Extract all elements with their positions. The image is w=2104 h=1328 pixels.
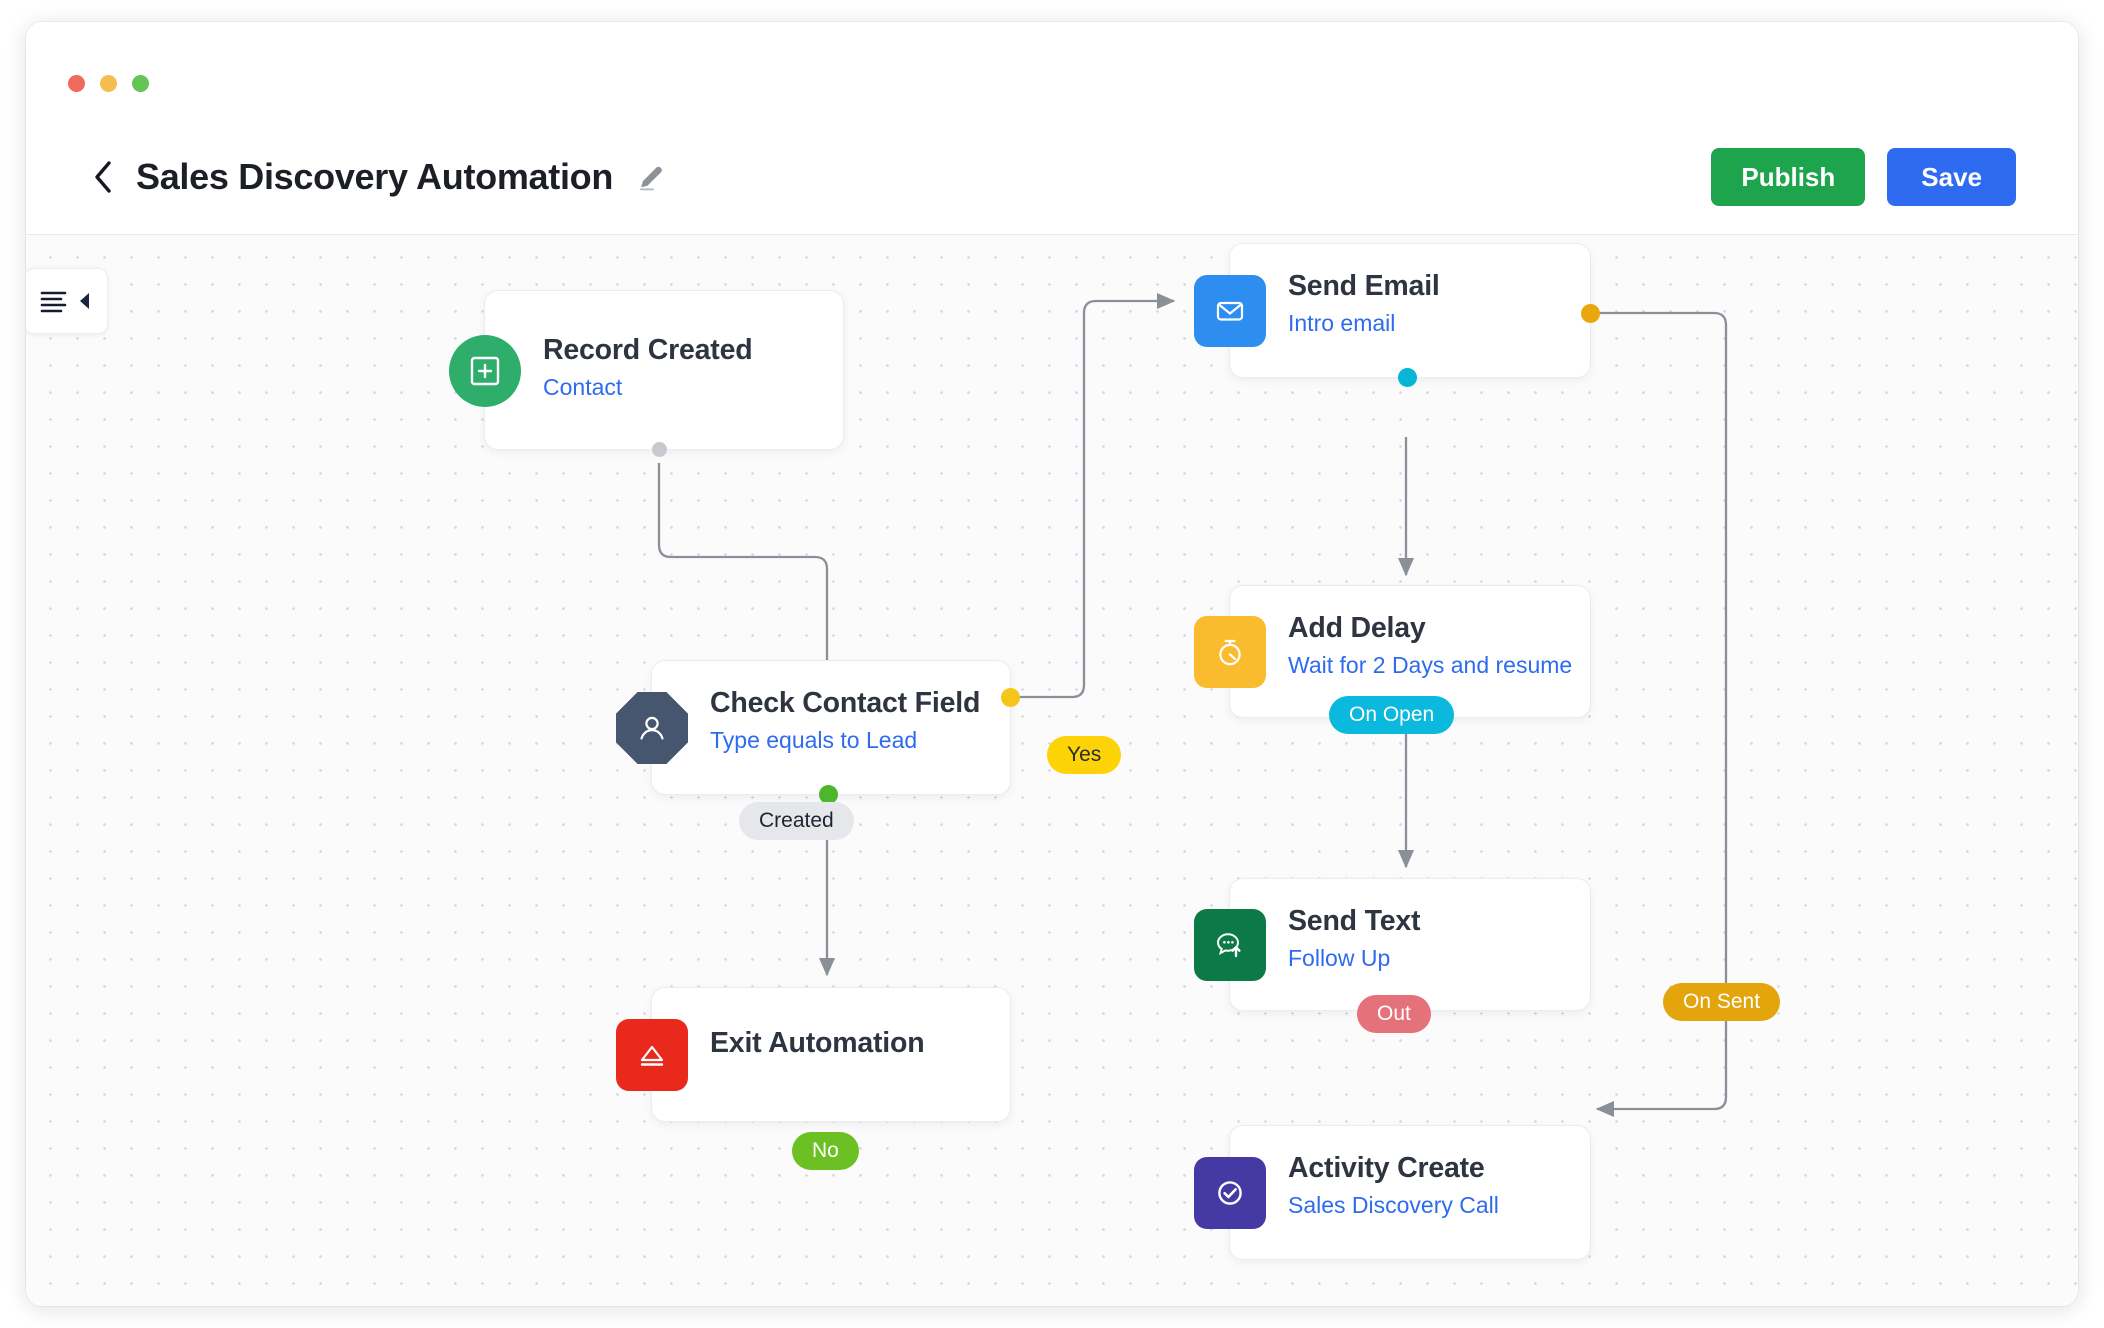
workflow-canvas[interactable]: Record Created Contact Check Contact Fie… bbox=[26, 235, 2078, 1306]
port-bottom[interactable] bbox=[652, 442, 667, 457]
save-button[interactable]: Save bbox=[1887, 148, 2016, 206]
add-delay-icon-badge bbox=[1194, 616, 1266, 688]
check-contact-field-icon-badge bbox=[616, 692, 688, 764]
header-bar: Sales Discovery Automation Publish Save bbox=[26, 129, 2078, 225]
edge-label-yes[interactable]: Yes bbox=[1047, 736, 1122, 774]
node-subtitle: Intro email bbox=[1288, 310, 1396, 337]
edge-label-created[interactable]: Created bbox=[739, 802, 854, 840]
node-subtitle: Follow Up bbox=[1288, 945, 1391, 972]
minimize-window-button[interactable] bbox=[100, 75, 117, 92]
window-titlebar: Sales Discovery Automation Publish Save bbox=[26, 22, 2078, 235]
collapse-panel-button[interactable] bbox=[26, 268, 108, 334]
send-email-icon-badge bbox=[1194, 275, 1266, 347]
edge-label-on-open[interactable]: On Open bbox=[1329, 696, 1455, 734]
node-title: Send Text bbox=[1288, 905, 1421, 937]
node-subtitle: Sales Discovery Call bbox=[1288, 1192, 1499, 1219]
edge-on-sent bbox=[1595, 311, 1728, 1118]
edge-label-no[interactable]: No bbox=[792, 1132, 859, 1170]
port-bottom[interactable] bbox=[819, 785, 838, 804]
check-circle-icon bbox=[1218, 1181, 1242, 1205]
edge-created bbox=[657, 463, 836, 685]
workflow-edges bbox=[657, 292, 1728, 1118]
maximize-window-button[interactable] bbox=[132, 75, 149, 92]
edge-yes bbox=[1011, 292, 1176, 699]
port-bottom[interactable] bbox=[1398, 368, 1417, 387]
back-button[interactable] bbox=[90, 159, 116, 195]
node-check-contact-field[interactable]: Check Contact Field Type equals to Lead bbox=[616, 660, 1020, 804]
edge-label-on-sent[interactable]: On Sent bbox=[1663, 983, 1781, 1021]
node-title: Add Delay bbox=[1288, 612, 1426, 644]
node-title: Record Created bbox=[543, 334, 753, 366]
traffic-lights bbox=[68, 75, 149, 92]
send-text-icon-badge bbox=[1194, 909, 1266, 981]
pencil-icon[interactable] bbox=[635, 163, 663, 191]
page-title: Sales Discovery Automation bbox=[136, 156, 614, 197]
node-subtitle: Wait for 2 Days and resume bbox=[1288, 652, 1573, 679]
eject-icon bbox=[640, 1045, 664, 1066]
plus-square-icon bbox=[470, 356, 500, 386]
node-title: Check Contact Field bbox=[710, 687, 981, 719]
activity-create-icon-badge bbox=[1194, 1157, 1266, 1229]
publish-button[interactable]: Publish bbox=[1711, 148, 1866, 206]
node-title: Send Email bbox=[1288, 270, 1440, 302]
envelope-icon bbox=[1216, 301, 1244, 321]
record-created-icon-badge bbox=[449, 335, 521, 407]
chevron-left-small-icon bbox=[80, 293, 89, 309]
exit-automation-icon-badge bbox=[616, 1019, 688, 1091]
chat-upload-icon bbox=[1216, 933, 1241, 958]
automation-builder-window: Sales Discovery Automation Publish Save bbox=[26, 22, 2078, 1306]
edge-label-out[interactable]: Out bbox=[1357, 995, 1431, 1033]
node-subtitle: Contact bbox=[543, 374, 623, 401]
node-send-text[interactable]: Send Text Follow Up bbox=[1194, 878, 1591, 1011]
close-window-button[interactable] bbox=[68, 75, 85, 92]
collapse-panel-icon bbox=[40, 291, 67, 313]
node-subtitle: Type equals to Lead bbox=[710, 727, 918, 754]
node-record-created[interactable]: Record Created Contact bbox=[449, 290, 844, 457]
node-title: Exit Automation bbox=[710, 1027, 925, 1059]
port-right[interactable] bbox=[1001, 688, 1020, 707]
node-exit-automation[interactable]: Exit Automation bbox=[616, 987, 1011, 1122]
node-send-email[interactable]: Send Email Intro email bbox=[1194, 243, 1600, 387]
user-icon bbox=[640, 716, 664, 740]
stopwatch-icon bbox=[1219, 639, 1241, 666]
chevron-left-icon bbox=[95, 161, 111, 193]
port-right[interactable] bbox=[1581, 304, 1600, 323]
node-title: Activity Create bbox=[1288, 1152, 1485, 1184]
node-activity-create[interactable]: Activity Create Sales Discovery Call bbox=[1194, 1125, 1591, 1260]
